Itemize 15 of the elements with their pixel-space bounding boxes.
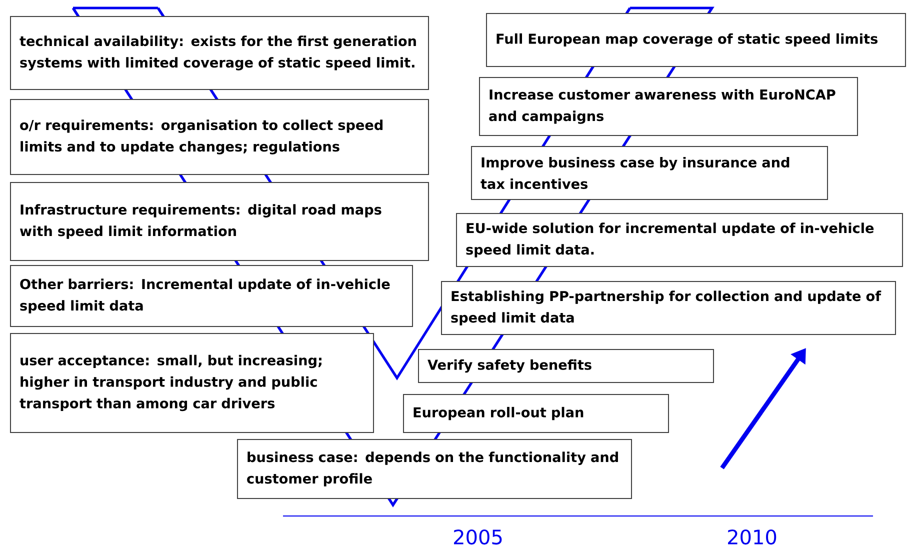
- text-box: European roll-out plan: [403, 394, 669, 433]
- text-box: Verify safety benefits: [418, 349, 714, 383]
- text-box: o/r requirements: organisation to collect speed limits and to update changes; regulations: [10, 99, 429, 175]
- year-label: 2005: [454, 529, 502, 545]
- text-box: user acceptance: small, but increasing; higher in transport industry and public transport than among car drivers: [10, 333, 374, 433]
- text-box: business case: depends on the functionality and customer profile: [237, 439, 632, 499]
- text-box: Establishing PP-partnership for collection and update of speed limit data: [441, 281, 896, 335]
- text-box: EU-wide solution for incremental update of in-vehicle speed limit data.: [456, 213, 903, 267]
- text-box: technical availability: exists for the first generation systems with limited coverage of static speed limit.: [10, 16, 429, 90]
- text-box: Improve business case by insurance and tax incentives: [471, 146, 828, 200]
- year-label: 2010: [728, 529, 776, 545]
- text-box: Increase customer awareness with EuroNCAP and campaigns: [479, 77, 858, 136]
- text-box: Infrastructure requirements: digital road maps with speed limit information: [10, 182, 429, 261]
- text-box: Other barriers: Incremental update of in-vehicle speed limit data: [10, 265, 413, 327]
- text-box: Full European map coverage of static speed limits: [486, 13, 906, 67]
